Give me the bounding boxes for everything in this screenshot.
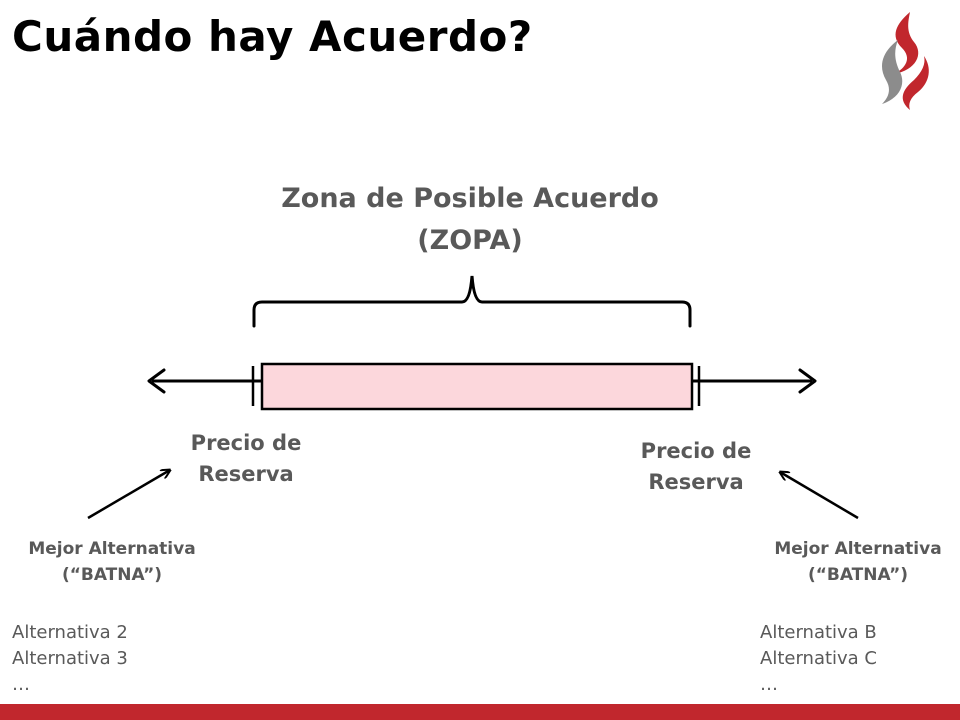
reserve-price-left: Precio de Reserva xyxy=(166,428,326,490)
axis-arrow-left-icon xyxy=(147,368,166,394)
list-item: Alternativa 3 xyxy=(12,648,128,669)
axis-arrow-right-icon xyxy=(798,368,817,394)
zopa-label: Zona de Posible Acuerdo (ZOPA) xyxy=(240,178,700,262)
batna-right-line2: (“BATNA”) xyxy=(807,565,909,585)
batna-right-line1: Mejor Alternativa xyxy=(774,539,942,559)
alternatives-left: Alternativa 2 Alternativa 3 … xyxy=(12,620,128,698)
bottom-accent-bar xyxy=(0,704,960,720)
list-item: … xyxy=(760,674,778,695)
slide-title: Cuándo hay Acuerdo? xyxy=(12,12,533,61)
reserve-price-right-line2: Reserva xyxy=(648,470,744,494)
reserve-price-left-line1: Precio de xyxy=(190,431,302,455)
zopa-label-line2: (ZOPA) xyxy=(417,225,523,256)
zopa-label-line1: Zona de Posible Acuerdo xyxy=(281,183,659,214)
alternatives-right: Alternativa B Alternativa C … xyxy=(760,620,877,698)
flame-logo-icon xyxy=(882,12,929,110)
zopa-bar xyxy=(260,362,694,411)
batna-left-line2: (“BATNA”) xyxy=(61,565,163,585)
batna-arrow-right xyxy=(780,472,859,520)
batna-left: Mejor Alternativa (“BATNA”) xyxy=(10,536,214,588)
list-item: Alternativa C xyxy=(760,648,877,669)
batna-left-line1: Mejor Alternativa xyxy=(28,539,196,559)
batna-right: Mejor Alternativa (“BATNA”) xyxy=(756,536,960,588)
batna-arrow-left xyxy=(87,470,170,520)
list-item: Alternativa B xyxy=(760,622,877,643)
reserve-price-left-line2: Reserva xyxy=(198,462,294,486)
list-item: … xyxy=(12,674,30,695)
zopa-brace xyxy=(252,275,692,328)
reserve-price-right: Precio de Reserva xyxy=(614,436,778,498)
reserve-price-right-line1: Precio de xyxy=(640,439,752,463)
list-item: Alternativa 2 xyxy=(12,622,128,643)
